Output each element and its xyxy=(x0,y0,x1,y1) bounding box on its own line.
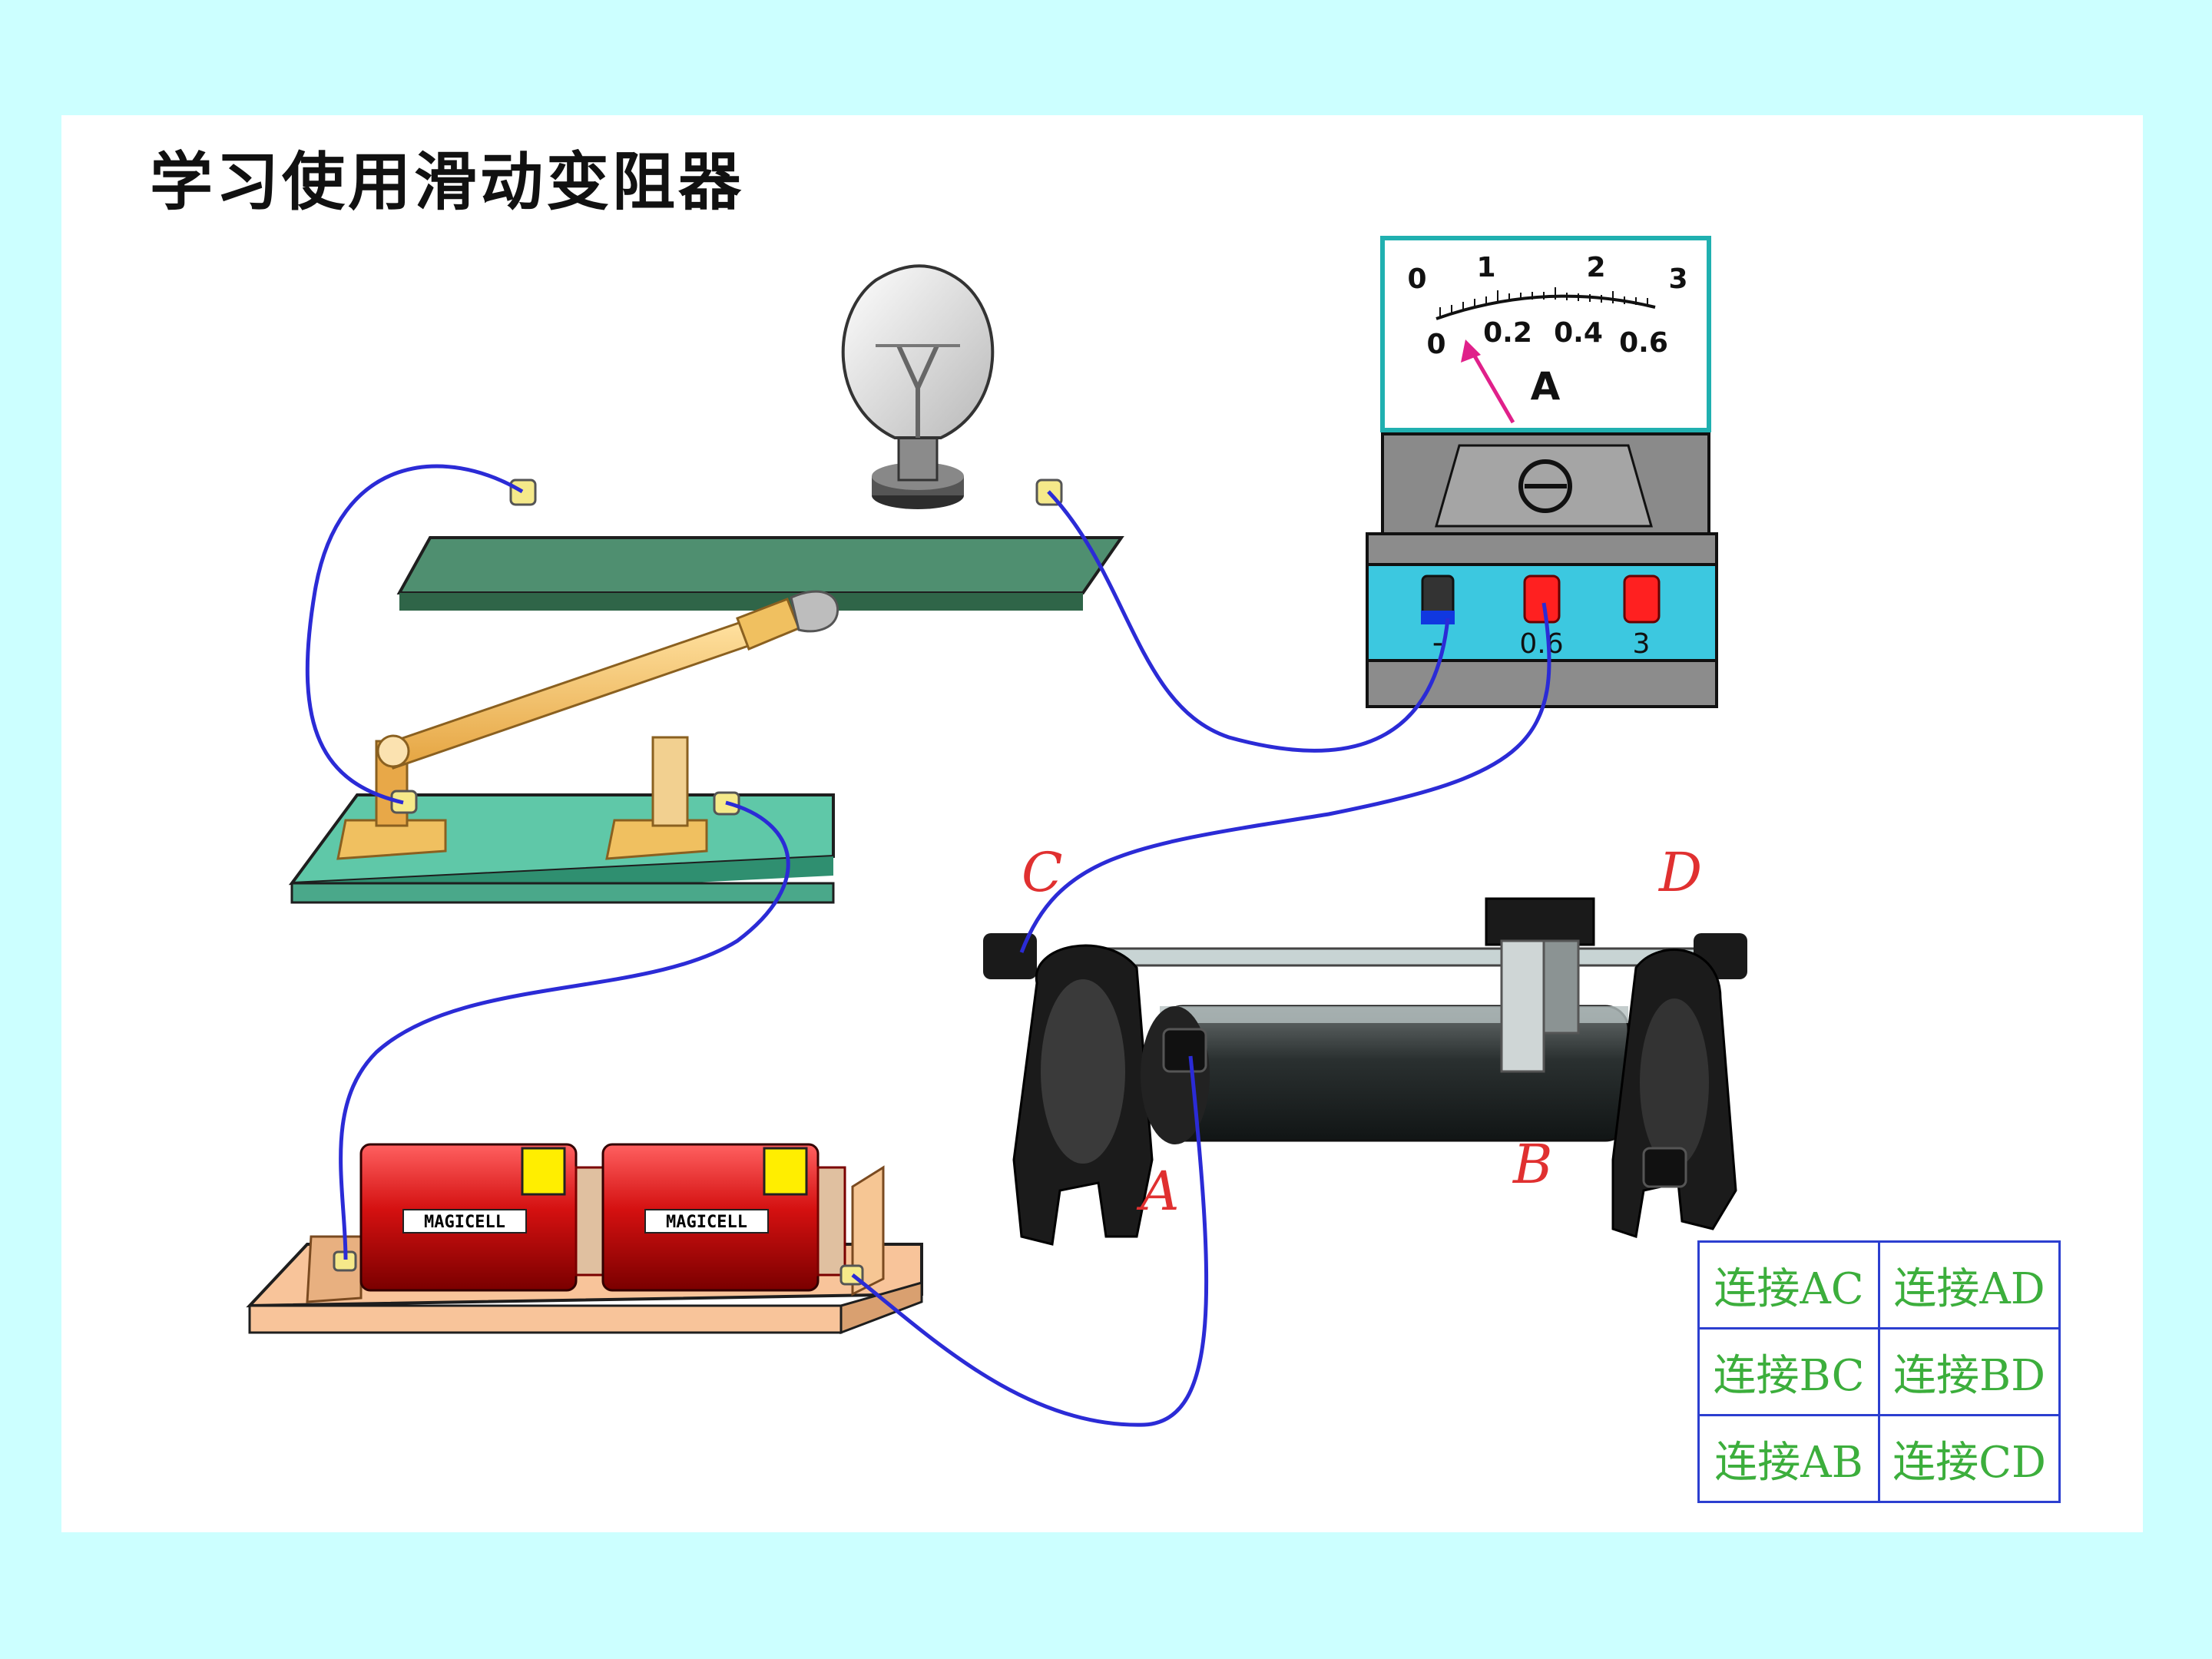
ammeter-terminal-label-3: 3 xyxy=(1633,628,1651,660)
ammeter-bottom-0: 0 xyxy=(1426,329,1445,360)
lamp[interactable] xyxy=(396,264,1124,611)
option-connect-AC[interactable]: 连接AC xyxy=(1697,1240,1880,1330)
wire-battery-to-A[interactable] xyxy=(851,1055,1209,1427)
ammeter-top-2: 2 xyxy=(1586,252,1605,283)
slide-canvas: 学习使用滑动变阻器 xyxy=(61,115,2143,1532)
lamp-terminal-left[interactable] xyxy=(509,478,537,506)
ammeter-needle xyxy=(1469,348,1515,424)
terminal-A[interactable] xyxy=(1162,1028,1207,1073)
wires xyxy=(305,464,1551,1427)
battery-pack[interactable]: MAGICELL MAGICELL xyxy=(246,1143,923,1335)
option-connect-AD[interactable]: 连接AD xyxy=(1878,1240,2061,1330)
knife-switch[interactable] xyxy=(288,590,839,904)
terminal-C[interactable] xyxy=(983,933,1037,979)
ammeter-terminal-label-0.6: 0.6 xyxy=(1519,628,1563,660)
ammeter-terminal-negative[interactable] xyxy=(1421,575,1455,624)
wire-lamp-to-switch[interactable] xyxy=(305,464,524,805)
ammeter-top-0: 0 xyxy=(1407,263,1426,295)
slider-contact[interactable] xyxy=(1485,897,1595,1073)
wire-ammeter-to-C[interactable] xyxy=(1019,602,1551,953)
ammeter-terminal-0.6[interactable] xyxy=(1523,575,1561,624)
ammeter-dial xyxy=(1380,236,1711,432)
connection-options-table: 连接AC 连接AD 连接BC 连接BD 连接AB 连接CD xyxy=(1697,1240,2061,1503)
option-connect-BC[interactable]: 连接BC xyxy=(1697,1327,1880,1416)
ammeter-terminal-3[interactable] xyxy=(1623,575,1661,624)
ammeter-bottom-2: 0.4 xyxy=(1554,317,1603,349)
wire-lamp-to-ammeter[interactable] xyxy=(1047,490,1450,753)
ammeter[interactable]: 0 1 2 3 0 0.2 0.4 0.6 A xyxy=(1366,236,1718,708)
table-row: 连接AB 连接CD xyxy=(1697,1414,2061,1503)
ammeter-top-3: 3 xyxy=(1668,263,1687,295)
label-A: A xyxy=(1136,1160,1180,1223)
option-connect-BD[interactable]: 连接BD xyxy=(1878,1327,2061,1416)
wire-switch-to-battery[interactable] xyxy=(339,800,790,1260)
circuit-diagram: MAGICELL MAGICELL xyxy=(246,236,1747,1427)
terminal-B[interactable] xyxy=(1642,1147,1687,1188)
rheostat-metal-bar xyxy=(1081,947,1703,967)
table-row: 连接BC 连接BD xyxy=(1697,1327,2061,1416)
label-D: D xyxy=(1657,841,1702,904)
ammeter-bottom-3: 0.6 xyxy=(1619,327,1668,359)
zero-adjust-screw[interactable] xyxy=(1518,459,1572,513)
option-connect-CD[interactable]: 连接CD xyxy=(1878,1414,2061,1503)
ammeter-top-1: 1 xyxy=(1476,252,1495,283)
table-row: 连接AC 连接AD xyxy=(1697,1240,2061,1330)
ammeter-bottom-1: 0.2 xyxy=(1483,317,1532,349)
battery-label-1: MAGICELL xyxy=(424,1213,505,1232)
page-title: 学习使用滑动变阻器 xyxy=(150,146,745,219)
label-B: B xyxy=(1512,1133,1552,1196)
sliding-rheostat[interactable] xyxy=(983,897,1747,1246)
ammeter-unit: A xyxy=(1531,364,1561,409)
battery-label-2: MAGICELL xyxy=(666,1213,747,1232)
option-connect-AB[interactable]: 连接AB xyxy=(1697,1414,1880,1503)
